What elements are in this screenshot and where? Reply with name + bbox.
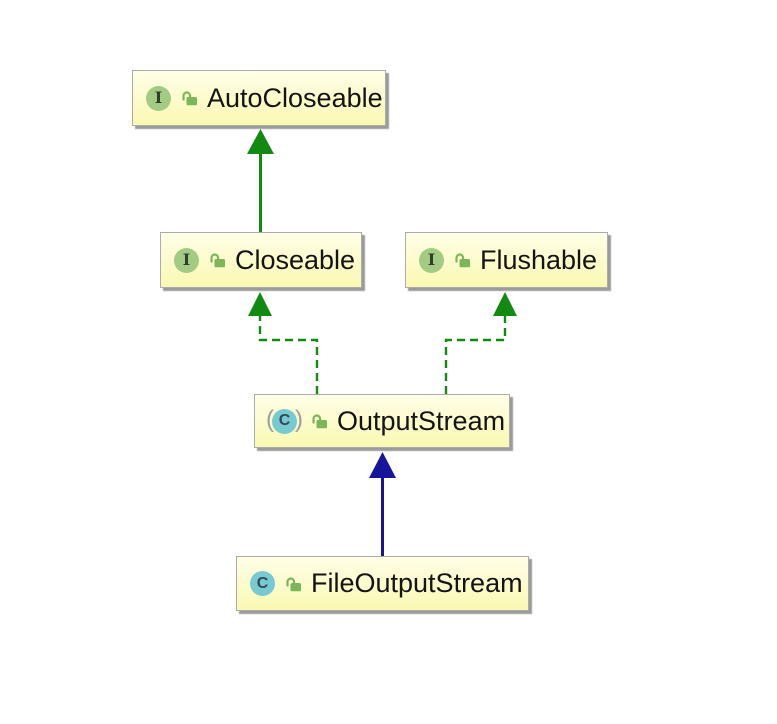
interface-icon: I: [419, 247, 444, 273]
interface-icon: I: [146, 85, 171, 111]
interface-icon: I: [174, 247, 199, 273]
node-outputstream[interactable]: ( C ) OutputStream: [254, 394, 510, 448]
public-open-lock-icon: [453, 252, 471, 268]
abstract-paren-right: ): [295, 406, 303, 433]
node-closeable[interactable]: I Closeable: [160, 232, 362, 288]
node-autocloseable[interactable]: I AutoCloseable: [132, 70, 386, 126]
interface-icon-letter: I: [182, 250, 191, 269]
arrowhead-outputstream-implements-flushable: [493, 292, 517, 316]
class-icon-letter: C: [278, 412, 291, 429]
public-open-lock-icon: [180, 90, 198, 106]
class-icon-letter: C: [256, 574, 269, 592]
interface-icon-letter: I: [154, 88, 163, 107]
node-flushable[interactable]: I Flushable: [405, 232, 608, 288]
node-label: Closeable: [235, 244, 356, 275]
abstract-paren-left: (: [266, 406, 274, 433]
node-label: AutoCloseable: [207, 82, 383, 113]
public-open-lock-icon: [310, 413, 328, 429]
node-label: FileOutputStream: [311, 568, 523, 598]
edge-outputstream-implements-flushable: [444, 315, 507, 394]
class-icon: C: [250, 571, 275, 596]
node-label: OutputStream: [337, 405, 506, 436]
public-open-lock-icon: [284, 576, 302, 592]
arrowhead-outputstream-implements-closeable: [248, 292, 272, 316]
public-open-lock-icon: [208, 252, 226, 268]
arrowhead-closeable-extends-autocloseable: [247, 129, 274, 154]
abstract-class-icon: ( C ): [266, 406, 303, 434]
node-fileoutputstream[interactable]: C FileOutputStream: [236, 556, 529, 611]
interface-icon-letter: I: [427, 250, 436, 269]
arrowhead-fileoutputstream-extends-outputstream: [369, 452, 396, 478]
node-label: Flushable: [480, 244, 598, 275]
edge-outputstream-implements-closeable: [258, 315, 319, 394]
